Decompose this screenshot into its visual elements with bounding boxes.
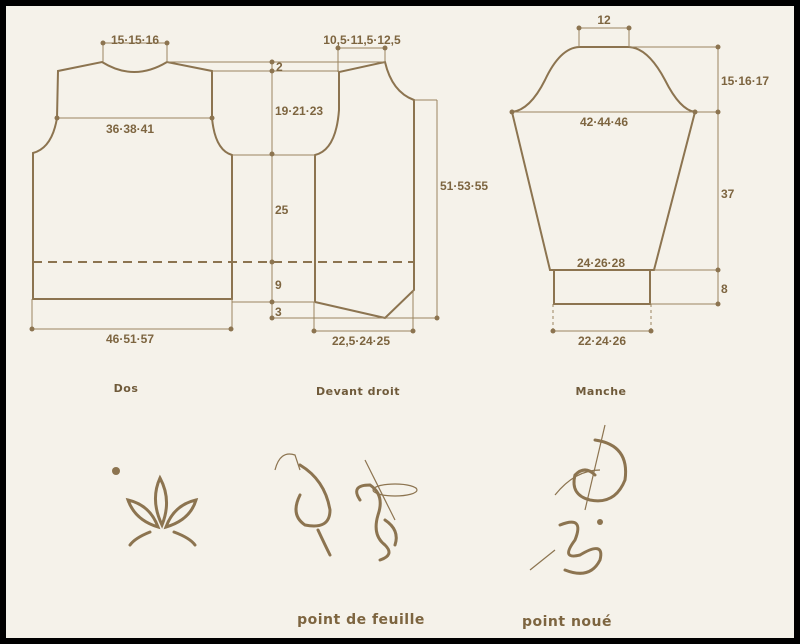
- front-shoulder-width: 10,5·11,5·12,5: [323, 33, 401, 47]
- back-piece: 15·15·16 36·38·41 46·51·57 Dos: [29, 33, 414, 395]
- sleeve-top-width: 12: [597, 13, 611, 27]
- back-neck-width: 15·15·16: [111, 33, 159, 47]
- leaf-stitch-illustration: [274, 453, 418, 562]
- sleeve-cuff-width: 22·24·26: [578, 334, 626, 348]
- knot-stitch-illustration: [529, 424, 628, 575]
- pattern-sheet: 15·15·16 36·38·41 46·51·57 Dos 10,5·11,5…: [6, 6, 794, 638]
- front-piece: 10,5·11,5·12,5 2 19·21·23 25 9 3 51·53·5…: [167, 33, 488, 398]
- back-shoulder-width: 36·38·41: [106, 122, 154, 136]
- schematic-diagram: 15·15·16 36·38·41 46·51·57 Dos 10,5·11,5…: [29, 13, 769, 630]
- front-body-height: 25: [275, 203, 289, 217]
- front-bottom-width: 22,5·24·25: [332, 334, 390, 348]
- front-total-height: 51·53·55: [440, 179, 488, 193]
- front-point-height: 3: [275, 305, 282, 319]
- sleeve-cuff-height: 8: [721, 282, 728, 296]
- front-band-height: 9: [275, 278, 282, 292]
- front-piece-label: Devant droit: [316, 385, 400, 398]
- sleeve-length: 37: [721, 187, 735, 201]
- sleeve-wrist-width: 24·26·28: [577, 256, 625, 270]
- sleeve-piece: 12 15·16·17 42·44·46 37 24·26·28 8 22·24…: [509, 13, 769, 398]
- sleeve-piece-label: Manche: [575, 385, 626, 398]
- back-piece-label: Dos: [114, 382, 139, 395]
- sleeve-cap-height: 15·16·17: [721, 74, 769, 88]
- knot-stitch-label: point noué: [522, 614, 612, 630]
- front-shoulder-slope: 2: [276, 60, 283, 74]
- back-bottom-width: 46·51·57: [106, 332, 154, 346]
- leaf-motif-illustration: [112, 467, 199, 547]
- sleeve-upper-width: 42·44·46: [580, 115, 628, 129]
- front-armhole-height: 19·21·23: [275, 104, 323, 118]
- leaf-stitch-label: point de feuille: [297, 612, 425, 628]
